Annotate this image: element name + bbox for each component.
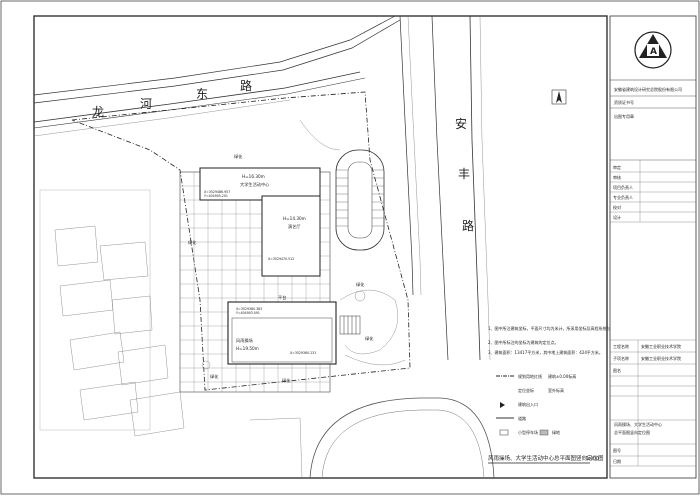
svg-text:小型停车场: 小型停车场 <box>518 429 538 435</box>
svg-text:定位坐标: 定位坐标 <box>518 387 534 393</box>
title-block: A 安徽省建筑设计研究总院股份有限公司 资质证书号 出图专用章 审定 审核 项目… <box>609 15 697 479</box>
svg-text:A: A <box>650 47 657 57</box>
landscape-paths <box>201 119 406 370</box>
east-road-label: 安 丰 路 <box>455 116 474 233</box>
svg-text:3、建筑面积：13417平方米，其中地上建筑面积：424平方: 3、建筑面积：13417平方米，其中地上建筑面积：424平方米。 <box>488 349 603 355</box>
svg-text:丰: 丰 <box>458 167 470 181</box>
signature-rows <box>610 160 696 223</box>
svg-text:风雨操场、大学生活动中心总平面图竖向定位图: 风雨操场、大学生活动中心总平面图竖向定位图 <box>488 454 604 462</box>
stadium-name: 风雨操场 <box>236 337 253 344</box>
legend: 规划用地红线 建筑±0.00标高 定位坐标 室外标高 建筑出入口 道路 小型停车… <box>496 373 576 436</box>
svg-text:建筑±0.00标高: 建筑±0.00标高 <box>548 373 576 379</box>
svg-text:图名: 图名 <box>613 367 621 373</box>
green-label: 绿化 <box>188 239 197 246</box>
green-label: 绿化 <box>356 281 365 288</box>
north-arrow-icon <box>551 89 567 105</box>
drawing-title: 风雨操场、大学生活动中心总平面图竖向定位图 1:800 <box>488 454 604 464</box>
svg-text:绿地: 绿地 <box>552 429 560 435</box>
svg-text:X=3529486.957: X=3529486.957 <box>204 190 230 194</box>
svg-text:出图专用章: 出图专用章 <box>614 113 634 119</box>
entrance-steps <box>339 315 361 335</box>
svg-text:专业负责人: 专业负责人 <box>613 194 633 200</box>
company-name: 安徽省建筑设计研究总院股份有限公司 <box>614 86 682 92</box>
svg-text:X=3529470.512: X=3529470.512 <box>268 257 294 261</box>
svg-text:平台: 平台 <box>278 294 286 301</box>
stadium-height: H=19.50m <box>236 346 259 351</box>
svg-text:室外标高: 室外标高 <box>548 387 564 393</box>
green-label: 绿化 <box>234 153 243 160</box>
performance-hall-height: H=14.30m <box>283 216 306 221</box>
activity-center-height: H=16.30m <box>242 174 265 179</box>
svg-text:X=3529380.383: X=3529380.383 <box>236 307 262 311</box>
svg-text:安: 安 <box>455 116 467 131</box>
svg-text:1、图中所注建筑坐标，平面尺寸均为米计，所采用坐标及高程系统: 1、图中所注建筑坐标，平面尺寸均为米计，所采用坐标及高程系统与建设单位所提供的资… <box>488 325 663 331</box>
svg-text:子项名称: 子项名称 <box>613 355 629 361</box>
sports-field <box>249 397 495 479</box>
company-logo-icon: A <box>634 31 672 69</box>
green-label: 绿化 <box>282 377 291 384</box>
north-road <box>33 15 401 137</box>
svg-text:校对: 校对 <box>613 204 621 210</box>
subproject-name: 风雨操场、大学生活动中心 <box>614 421 662 427</box>
drawing-frame <box>33 15 608 479</box>
svg-text:道路: 道路 <box>518 415 526 421</box>
svg-text:2、图中所标注的坐标为建筑的定位点。: 2、图中所标注的坐标为建筑的定位点。 <box>488 339 559 345</box>
svg-text:日期: 日期 <box>613 458 621 464</box>
svg-text:路: 路 <box>462 218 474 233</box>
svg-text:安徽工业职业技术学院: 安徽工业职业技术学院 <box>641 355 681 361</box>
svg-text:规划用地红线: 规划用地红线 <box>518 373 542 379</box>
svg-text:河: 河 <box>140 97 152 111</box>
svg-text:项目负责人: 项目负责人 <box>613 184 633 190</box>
north-road-label: 龙 河 东 路 <box>92 78 252 119</box>
svg-text:图号: 图号 <box>613 447 621 453</box>
performance-hall-building: H=14.30m 演艺厅 X=3529470.512 <box>261 195 321 277</box>
svg-text:东: 东 <box>196 87 208 101</box>
parking-lot <box>335 149 385 251</box>
svg-text:路: 路 <box>240 78 252 93</box>
activity-center-building: H=16.30m 大学生活动中心 X=3529486.957 Y=404905.… <box>199 167 321 201</box>
east-road <box>399 15 491 361</box>
svg-text:审核: 审核 <box>613 174 621 180</box>
svg-text:X=3529360.231: X=3529360.231 <box>290 351 316 355</box>
drawing-scale: 1:800 <box>586 456 599 462</box>
svg-text:建筑出入口: 建筑出入口 <box>518 401 538 407</box>
project-name: 安徽工业职业技术学院 <box>641 343 681 349</box>
planning-boundary-line <box>71 91 411 391</box>
activity-center-name: 大学生活动中心 <box>240 181 270 188</box>
green-label: 绿化 <box>365 335 374 342</box>
green-label: 绿化 <box>210 373 219 380</box>
svg-text:龙: 龙 <box>92 105 104 119</box>
design-notes: 1、图中所注建筑坐标，平面尺寸均为米计，所采用坐标及高程系统与建设单位所提供的资… <box>488 325 663 355</box>
svg-text:设计: 设计 <box>613 214 621 220</box>
performance-hall-name: 演艺厅 <box>288 223 301 230</box>
svg-text:Y=404905.201: Y=404905.201 <box>204 194 228 198</box>
svg-text:Y=404903.091: Y=404903.091 <box>236 311 260 315</box>
drawing-name: 总平面图竖向定位图 <box>614 429 650 435</box>
svg-text:工程名称: 工程名称 <box>613 343 629 349</box>
stadium-building: 风雨操场 H=19.50m X=3529380.383 Y=404903.091… <box>227 301 337 365</box>
existing-buildings-west <box>39 189 185 437</box>
svg-text:审定: 审定 <box>613 164 621 170</box>
svg-text:资质证书号: 资质证书号 <box>614 99 634 105</box>
